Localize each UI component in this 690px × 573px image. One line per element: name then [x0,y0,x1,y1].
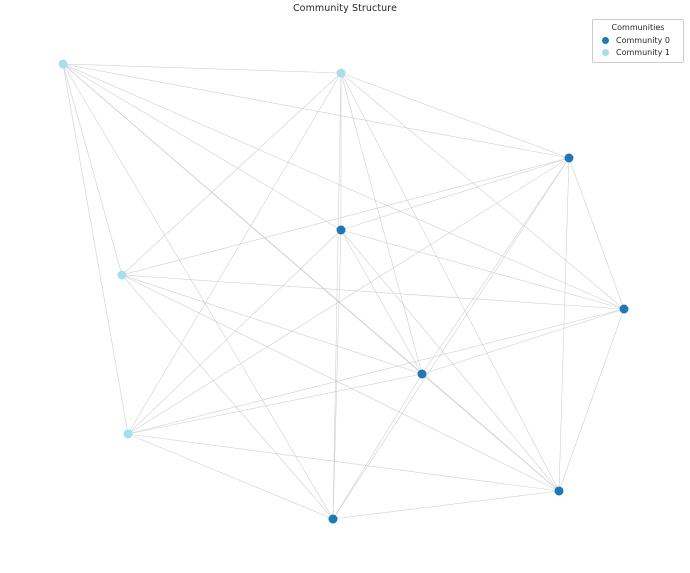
graph-edge [127,72,342,435]
graph-edge [121,72,342,276]
edge-layer [62,63,625,520]
graph-edge [121,157,570,276]
legend-marker-icon [602,36,609,44]
legend-item-label: Community 1 [616,47,670,57]
graph-edge [127,308,625,435]
graph-node[interactable] [554,486,564,496]
graph-edge [340,157,570,231]
graph-node[interactable] [619,304,629,314]
graph-edge [421,373,560,492]
graph-edge [121,274,423,375]
graph-edge [558,308,625,492]
graph-edge [121,274,560,492]
graph-edge [127,373,423,435]
graph-edge [127,157,570,435]
graph-edge [62,63,625,310]
graph-node[interactable] [336,68,346,78]
graph-edge [332,229,342,520]
graph-edge [62,63,342,74]
graph-node[interactable] [328,514,338,524]
graph-node[interactable] [117,270,127,280]
graph-edge [568,157,625,310]
legend-item-community-0[interactable]: Community 0 [598,34,678,46]
graph-edge [421,308,625,375]
graph-edge [127,433,334,520]
graph-edge [121,274,625,310]
graph-edge [62,63,129,435]
graph-edge [332,157,570,520]
graph-edge [340,229,625,310]
graph-node[interactable] [58,59,68,69]
legend-item-label: Community 0 [616,35,670,45]
graph-node[interactable] [417,369,427,379]
graph-node[interactable] [123,429,133,439]
graph-edge [127,433,560,492]
graph-edge [332,490,560,520]
graph-edge [340,72,423,375]
node-layer [58,59,629,524]
graph-edge [340,229,560,492]
legend-item-community-1[interactable]: Community 1 [598,46,678,58]
graph-edge [62,63,342,231]
graph-edge [332,72,342,520]
legend-box: Communities Community 0 Community 1 [592,19,684,63]
graph-edge [62,63,560,492]
graph-edge [340,72,570,159]
graph-node[interactable] [336,225,346,235]
graph-edge [340,72,560,492]
graph-edge [62,63,334,520]
graph-edge [62,63,570,159]
graph-edge [558,157,570,492]
graph-edge [421,157,570,375]
graph-edge [332,373,423,520]
graph-edge [127,229,342,435]
legend-title: Communities [611,23,665,32]
graph-node[interactable] [564,153,574,163]
graph-edge [340,72,625,310]
legend-entries: Community 0 Community 1 [598,34,678,58]
graph-edge [62,63,123,276]
page-title: Community Structure [292,3,398,14]
legend-marker-icon [602,48,609,56]
graph-edge [121,274,334,520]
graph-edge [340,229,423,375]
